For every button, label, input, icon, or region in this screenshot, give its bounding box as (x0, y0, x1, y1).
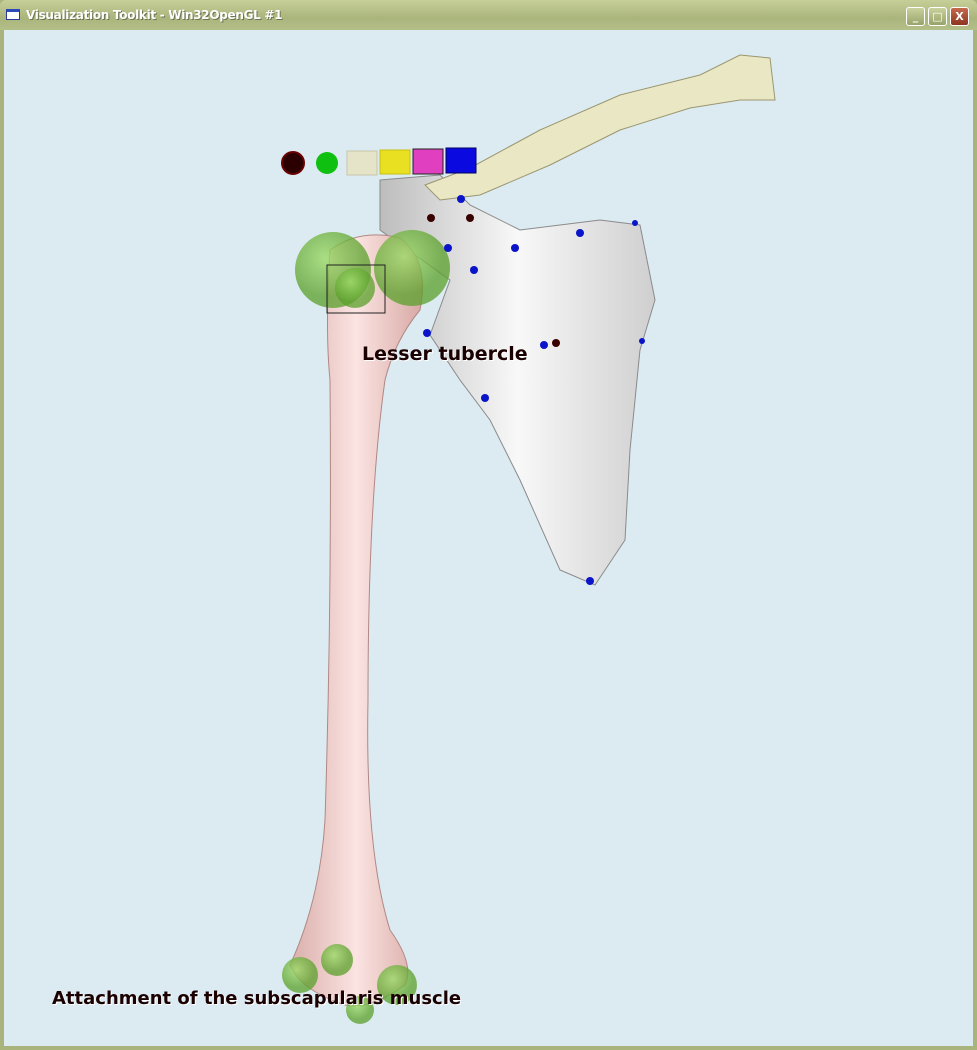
selection-box (326, 264, 386, 314)
highlight-sphere (282, 957, 318, 993)
clavicle (424, 54, 776, 201)
highlight-sphere (374, 230, 450, 306)
magenta-cube-icon (412, 148, 444, 175)
render-viewport[interactable]: Lesser tubercle Attachment of the subsca… (4, 30, 973, 1046)
window-icon (6, 9, 20, 20)
maximize-button[interactable]: □ (928, 7, 947, 26)
caption-label: Attachment of the subscapularis muscle (52, 988, 462, 1009)
highlight-sphere (377, 965, 417, 1005)
landmark-label: Lesser tubercle (362, 343, 528, 365)
highlight-sphere (346, 996, 374, 1024)
yellow-cube-icon (379, 149, 411, 175)
humerus (289, 234, 423, 1007)
dark-red-sphere-icon (281, 151, 305, 175)
dark-landmark-points (427, 214, 560, 347)
title-bar[interactable]: Visualization Toolkit - Win32OpenGL #1 _… (0, 0, 977, 30)
scene-3d (281, 54, 776, 1024)
beige-cube-icon (346, 150, 378, 176)
landmark-points (423, 195, 645, 585)
green-sphere-icon (316, 152, 338, 174)
highlight-sphere (335, 268, 375, 308)
highlight-sphere (321, 944, 353, 976)
window-title: Visualization Toolkit - Win32OpenGL #1 (26, 8, 283, 22)
close-button[interactable]: X (950, 7, 969, 26)
minimize-button[interactable]: _ (906, 7, 925, 26)
blue-cube-icon (445, 147, 477, 174)
